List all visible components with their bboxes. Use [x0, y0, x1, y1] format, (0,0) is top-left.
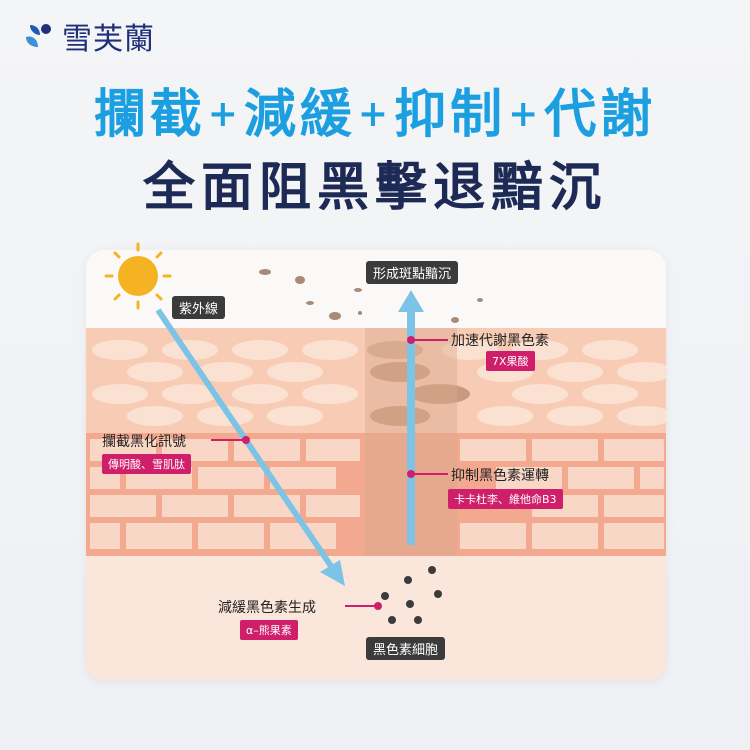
- melanin-granules: [381, 566, 442, 624]
- callout-title: 減緩黑色素生成: [218, 600, 316, 616]
- plus-sign: +: [207, 93, 242, 135]
- headline-slow: 減緩: [243, 84, 356, 145]
- callout-dots: [242, 336, 415, 610]
- callout-lines: [211, 339, 448, 607]
- headline-metabolize: 代謝: [544, 84, 657, 145]
- callout-title: 加速代謝黑色素: [451, 333, 549, 349]
- subheadline: 全面阻黑擊退黯沉: [142, 157, 607, 218]
- callout-ingredient: 傳明酸、雪肌肽: [102, 454, 191, 474]
- metabolism-arrow: [398, 290, 424, 545]
- drop-logo-icon: [26, 24, 51, 47]
- brand-logo: 雪芙蘭: [22, 14, 155, 58]
- callout-ingredient: α–熊果素: [240, 620, 298, 640]
- headline: 攔截+減緩+抑制+代謝: [0, 72, 750, 147]
- sun-icon: [104, 242, 172, 310]
- callout-title: 攔截黑化訊號: [102, 434, 186, 450]
- uv-label: 紫外線: [172, 296, 226, 319]
- callout-title: 抑制黑色素運轉: [451, 468, 549, 484]
- brand-name: 雪芙蘭: [62, 22, 155, 57]
- headline-block: 攔截: [93, 84, 206, 145]
- plus-sign: +: [357, 93, 393, 135]
- dermis-layer: [86, 556, 666, 680]
- bricks: [90, 439, 664, 549]
- spots-label: 形成斑點黯沉: [366, 261, 459, 284]
- flakes: [259, 269, 483, 323]
- melanocyte-label: 黑色素細胞: [366, 637, 446, 660]
- callout-ingredient: 7X果酸: [486, 351, 535, 371]
- headline-inhibit: 抑制: [394, 84, 507, 145]
- skin-cells: [92, 340, 666, 426]
- callout-ingredient: 卡卡杜李、維他命B3: [448, 489, 563, 509]
- plus-sign: +: [508, 93, 543, 135]
